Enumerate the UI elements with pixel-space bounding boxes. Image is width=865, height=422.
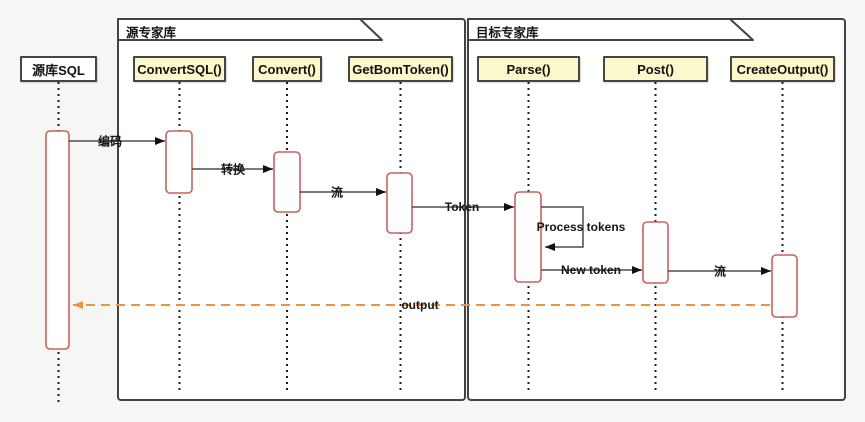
lifeline-head-convert: Convert() (252, 56, 322, 82)
frame-tab (467, 18, 754, 41)
message-label-encode: 编码 (97, 134, 123, 149)
message-label-token: Token (444, 200, 480, 214)
activation-parse (514, 191, 542, 283)
message-label-output: output (401, 298, 439, 312)
message-label-stream2: 流 (713, 264, 727, 279)
lifelines (57, 82, 784, 405)
message-label-transform: 转换 (220, 162, 246, 177)
lifeline-head-getbomtoken: GetBomToken() (348, 56, 453, 82)
message-label-process-tokens: Process tokens (536, 220, 626, 234)
lifeline-head-createoutput: CreateOutput() (730, 56, 835, 82)
lifeline-head-convertsql: ConvertSQL() (133, 56, 226, 82)
message-label-new-token: New token (560, 263, 622, 277)
activation-convert (273, 151, 301, 213)
activation-createoutput (771, 254, 798, 318)
activation-source-sql (45, 130, 70, 350)
activation-convertsql (165, 130, 193, 194)
lifeline-head-source-sql: 源库SQL (20, 56, 97, 82)
frame-title-target-expert-lib: 目标专家库 (476, 26, 539, 40)
message-label-stream1: 流 (330, 185, 344, 200)
activations (45, 130, 798, 350)
frame-tab (117, 18, 383, 41)
frame-title-source-expert-lib: 源专家库 (126, 26, 177, 40)
message-line-process-tokens-self-loop (541, 206, 584, 251)
messages (69, 137, 771, 275)
activation-getbomtoken (386, 172, 413, 234)
activation-post (642, 221, 669, 284)
lifeline-head-post: Post() (603, 56, 708, 82)
lifeline-head-parse: Parse() (477, 56, 580, 82)
